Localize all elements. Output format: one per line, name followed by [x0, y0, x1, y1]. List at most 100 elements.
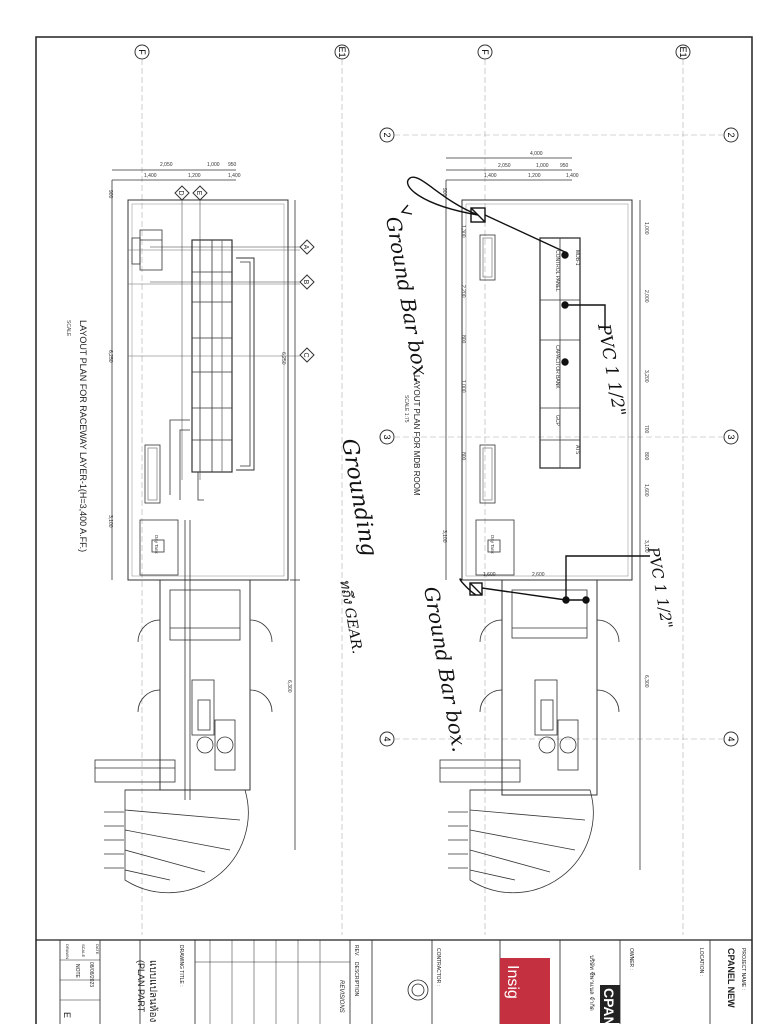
svg-text:3: 3 — [382, 434, 392, 439]
svg-text:950: 950 — [228, 162, 237, 168]
day-tank-labels: Day Tank Day Tank — [154, 535, 495, 554]
annotation-ground-bar-box-1: Ground Bar box. — [381, 215, 434, 384]
grid-bubbles-numbers: 2 3 4 2 3 4 — [379, 127, 739, 747]
svg-text:E1: E1 — [337, 46, 347, 57]
svg-text:6,300: 6,300 — [286, 680, 292, 693]
markup-ink — [400, 176, 650, 604]
svg-text:900: 900 — [441, 188, 447, 197]
svg-text:6,250: 6,250 — [280, 352, 286, 365]
raceway-plan-title: LAYOUT PLAN FOR RACEWAY LAYER-1(H=3,400 … — [65, 320, 88, 552]
svg-text:REV.: REV. — [353, 945, 359, 956]
svg-text:CPANEL NEW: CPANEL NEW — [726, 948, 736, 1008]
annotation-pvc-2: PVC 1 1/2" — [644, 545, 676, 630]
mdb-dimensions: 4,000 2,050 1,000 950 1,400 1,200 1,400 … — [441, 151, 649, 688]
svg-text:2,600: 2,600 — [532, 572, 545, 578]
title-block-text: PROJECT NAME : CPANEL NEW LOCATION : OWN… — [62, 944, 746, 1027]
svg-text:D: D — [177, 190, 184, 195]
grid-bubble-f-left: F — [134, 44, 150, 935]
svg-text:E1: E1 — [678, 46, 688, 57]
svg-text:CONTROL PANEL: CONTROL PANEL — [554, 250, 560, 292]
cpanel-logo — [600, 985, 620, 1023]
grid-bubble-f-right: F — [477, 44, 493, 935]
svg-text:Day Tank: Day Tank — [490, 535, 495, 554]
sheet-border — [35, 36, 753, 1028]
svg-text:E: E — [195, 191, 202, 196]
svg-text:800: 800 — [460, 452, 466, 461]
svg-text:1,000: 1,000 — [207, 162, 220, 168]
svg-text:1,300: 1,300 — [460, 225, 466, 238]
svg-text:PROJECT NAME :: PROJECT NAME : — [740, 948, 746, 990]
svg-text:SCALE: SCALE — [81, 944, 86, 957]
mdb-plan — [104, 157, 641, 894]
section-marker-c: C — [299, 347, 315, 363]
svg-text:1,200: 1,200 — [188, 173, 201, 179]
svg-text:แบบแปลนห้อง: แบบแปลนห้อง — [147, 960, 159, 1022]
grid-bubbles-top: F E1 F E1 — [134, 44, 691, 935]
svg-text:F: F — [137, 49, 147, 55]
svg-text:4: 4 — [382, 736, 392, 741]
svg-text:1,400: 1,400 — [484, 173, 497, 179]
svg-text:950: 950 — [560, 163, 569, 169]
svg-text:1,000: 1,000 — [536, 163, 549, 169]
svg-text:3: 3 — [726, 434, 736, 439]
section-marker-b: B — [150, 274, 315, 290]
svg-text:2,050: 2,050 — [498, 163, 511, 169]
svg-text:Insig: Insig — [504, 965, 521, 999]
svg-text:2,000: 2,000 — [643, 290, 649, 303]
grid-bubble-3-mid: 3 — [379, 429, 395, 445]
svg-text:2: 2 — [726, 132, 736, 137]
svg-text:OWNER :: OWNER : — [628, 948, 634, 970]
svg-text:บริษัท ซีพาแนล จำกัด: บริษัท ซีพาแนล จำกัด — [588, 955, 596, 1011]
svg-text:GCP: GCP — [554, 415, 560, 427]
svg-text:1,400: 1,400 — [144, 173, 157, 179]
svg-text:C: C — [302, 352, 309, 357]
markup-text: Ground Bar box. PVC 1 1/2" Grounding ทถึ… — [336, 215, 676, 754]
svg-text:MDB-1: MDB-1 — [574, 250, 580, 266]
raceway-dimensions: 2,050 1,000 950 1,400 1,200 1,400 900 6,… — [107, 162, 292, 693]
annotation-pvc-1: PVC 1 1/2" — [593, 321, 629, 418]
section-marker-d: D — [174, 185, 190, 480]
section-marker-e: E — [192, 185, 208, 480]
svg-text:DRAWN: DRAWN — [65, 944, 70, 959]
svg-text:1,400: 1,400 — [228, 173, 241, 179]
svg-text:DRAWING TITLE :: DRAWING TITLE : — [178, 945, 184, 987]
svg-text:1,600: 1,600 — [483, 572, 496, 578]
svg-text:1,000: 1,000 — [643, 222, 649, 235]
svg-text:800: 800 — [643, 452, 649, 461]
section-marker-a: A — [150, 239, 315, 255]
svg-text:6,250: 6,250 — [107, 350, 113, 363]
svg-text:3,100: 3,100 — [441, 530, 447, 543]
svg-text:2,050: 2,050 — [160, 162, 173, 168]
annotation-grounding: Grounding — [336, 437, 381, 559]
grid-bubble-e1-right: E1 — [675, 44, 691, 935]
grid-bubble-3-right: 3 — [723, 429, 739, 445]
svg-text:CONTRACTOR :: CONTRACTOR : — [435, 948, 441, 986]
raceway-plan — [94, 169, 300, 894]
svg-text:F: F — [480, 49, 490, 55]
svg-text:6,300: 6,300 — [643, 675, 649, 688]
grid-bubble-4-right: 4 — [723, 731, 739, 747]
insig-logo — [500, 958, 550, 1024]
svg-text:NOTE: NOTE — [74, 964, 80, 979]
svg-text:1,200: 1,200 — [528, 173, 541, 179]
svg-text:3,200: 3,200 — [643, 370, 649, 383]
grid-bubble-4-mid: 4 — [379, 731, 395, 747]
svg-text:B: B — [302, 280, 309, 285]
svg-text:REVISIONS: REVISIONS — [338, 980, 344, 1013]
raceway-section-markers: A B C D E — [150, 185, 315, 480]
title-block — [59, 940, 711, 1027]
svg-text:700: 700 — [643, 425, 649, 434]
svg-text:(PLAN PART: (PLAN PART — [136, 960, 146, 1013]
annotation-ground-bar-box-2: Ground Bar box. — [419, 585, 472, 754]
svg-text:Day Tank: Day Tank — [154, 535, 159, 554]
svg-text:3,100: 3,100 — [107, 515, 113, 528]
svg-text:08/08/2023: 08/08/2023 — [88, 962, 94, 987]
engineer-seal — [407, 979, 429, 1001]
svg-text:4: 4 — [726, 736, 736, 741]
svg-text:LAYOUT PLAN FOR MDB ROOM: LAYOUT PLAN FOR MDB ROOM — [412, 375, 421, 496]
svg-text:1,400: 1,400 — [566, 173, 579, 179]
svg-text:SCALE 1:75: SCALE 1:75 — [403, 395, 409, 423]
svg-text:ATS: ATS — [574, 445, 580, 455]
